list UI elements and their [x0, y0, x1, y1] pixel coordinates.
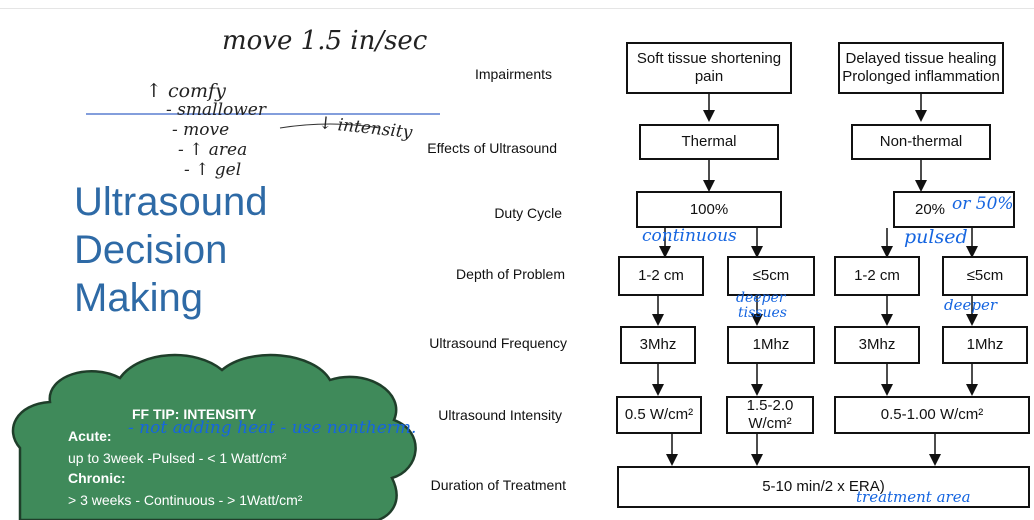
- box-intensity-2: 1.5-2.0 W/cm²: [726, 396, 814, 434]
- box-depth-3: 1-2 cm: [834, 256, 920, 296]
- box-freq-1: 3Mhz: [620, 326, 696, 364]
- annotation-treatment-area: treatment area: [856, 488, 971, 506]
- intensity-2-line2: W/cm²: [748, 415, 792, 432]
- box-depth-2: ≤5cm: [727, 256, 815, 296]
- row-label-duration: Duration of Treatment: [430, 477, 566, 493]
- box-impairment-right: Delayed tissue healing Prolonged inflamm…: [838, 42, 1004, 94]
- box-intensity-right: 0.5-1.00 W/cm²: [834, 396, 1030, 434]
- box-duty-20: 20%: [893, 191, 1015, 228]
- box-depth-1: 1-2 cm: [618, 256, 704, 296]
- annotation-pulsed: pulsed: [904, 226, 968, 248]
- impairment-right-line1: Delayed tissue healing: [845, 50, 997, 67]
- handwritten-gel: - ↑ gel: [184, 160, 242, 180]
- row-label-effects: Effects of Ultrasound: [427, 140, 557, 156]
- row-label-depth: Depth of Problem: [456, 266, 565, 282]
- cloud-acute-label: Acute:: [68, 428, 112, 444]
- handwritten-move-note: move 1.5 in/sec: [222, 26, 428, 56]
- annotation-or-50: or 50%: [952, 194, 1014, 214]
- annotation-continuous: continuous: [642, 226, 737, 246]
- row-label-frequency: Ultrasound Frequency: [429, 335, 567, 351]
- handwritten-smallower: - smallower: [166, 100, 266, 120]
- cloud-chronic-detail: > 3 weeks - Continuous - > 1Watt/cm²: [68, 492, 303, 508]
- handwritten-area: - ↑ area: [178, 140, 248, 160]
- box-thermal: Thermal: [639, 124, 779, 160]
- box-duration: 5-10 min/2 x ERA): [617, 466, 1030, 508]
- box-nonthermal: Non-thermal: [851, 124, 991, 160]
- annotation-deeper: deeper: [944, 296, 998, 314]
- box-depth-4: ≤5cm: [942, 256, 1028, 296]
- row-label-impairments: Impairments: [474, 66, 552, 82]
- cloud-heading: FF TIP: INTENSITY: [132, 406, 257, 422]
- box-freq-3: 3Mhz: [834, 326, 920, 364]
- top-divider: [0, 8, 1034, 9]
- handwritten-comfy: ↑ comfy: [146, 80, 226, 102]
- intensity-2-line1: 1.5-2.0: [746, 397, 794, 414]
- row-label-intensity: Ultrasound Intensity: [438, 407, 562, 423]
- cloud-acute-detail: up to 3week -Pulsed - < 1 Watt/cm²: [68, 450, 287, 466]
- box-impairment-left: Soft tissue shortening pain: [626, 42, 792, 94]
- annotation-deeper-tissues-2: tissues: [738, 305, 787, 321]
- impairment-left-line2: pain: [694, 68, 724, 85]
- cloud-chronic-label: Chronic:: [68, 470, 126, 486]
- handwritten-move: - move: [172, 120, 230, 140]
- annotation-deeper-tissues-1: deeper: [736, 290, 786, 306]
- box-freq-2: 1Mhz: [727, 326, 815, 364]
- row-label-duty: Duty Cycle: [494, 205, 562, 221]
- annotation-not-adding-heat: - not adding heat - use nontherm.: [128, 418, 417, 438]
- box-freq-4: 1Mhz: [942, 326, 1028, 364]
- duty-20-text: 20%: [915, 200, 946, 218]
- title-line-2: Decision: [74, 228, 228, 272]
- impairment-left-line1: Soft tissue shortening: [636, 50, 782, 67]
- slide-title: Ultrasound Decision Making: [74, 178, 267, 322]
- title-line-1: Ultrasound: [74, 180, 268, 224]
- box-duty-100: 100%: [636, 191, 782, 228]
- title-line-3: Making: [74, 276, 203, 320]
- box-intensity-1: 0.5 W/cm²: [616, 396, 702, 434]
- impairment-right-line2: Prolonged inflammation: [842, 68, 1000, 85]
